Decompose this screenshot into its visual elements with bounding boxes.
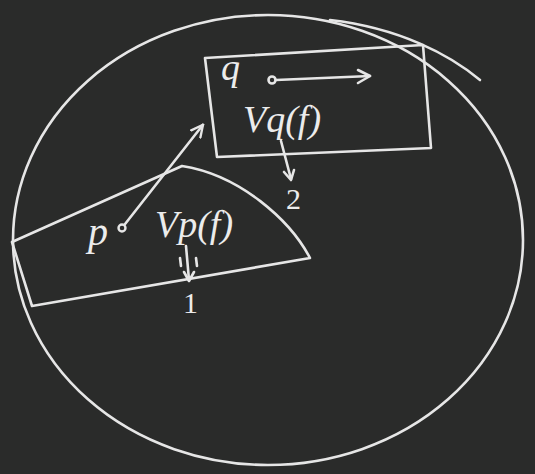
tangent-vector: [276, 76, 370, 80]
tick-mark: [180, 258, 197, 266]
patch-outline: [12, 166, 310, 306]
patch-outline: [205, 45, 431, 157]
point-dot: [119, 225, 126, 232]
chart-patch: qVq(f): [203, 40, 435, 162]
point-dot: [269, 77, 276, 84]
point-name: q: [221, 48, 240, 86]
index-number: 1: [183, 288, 198, 318]
index-number: 2: [286, 184, 301, 214]
vector-field-label: Vq(f): [243, 100, 321, 138]
vector-field-label: Vp(f): [155, 205, 233, 243]
manifold-outline: [13, 15, 523, 465]
arrow-head: [284, 170, 294, 180]
point-name: p: [88, 212, 108, 252]
arrow-head: [358, 70, 370, 83]
